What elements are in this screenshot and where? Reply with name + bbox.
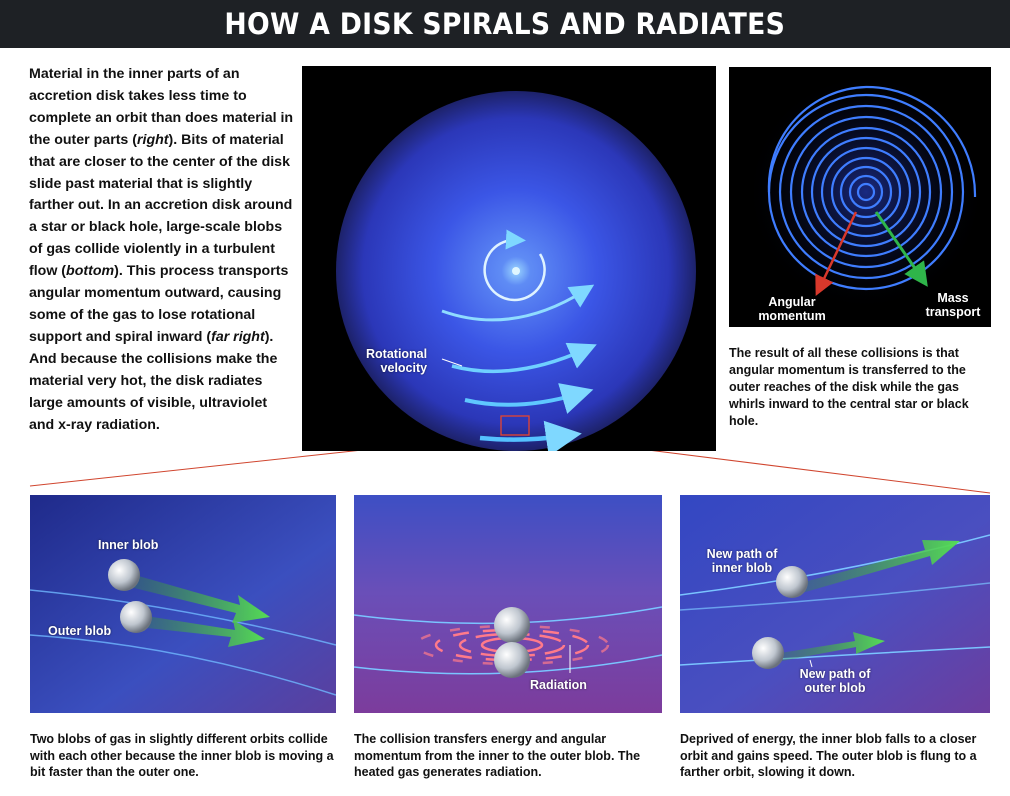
central-object: [512, 267, 520, 275]
mass-transport-arrow: [874, 211, 928, 287]
intro-part-4: ). And because the collisions make the m…: [29, 328, 278, 433]
colliding-outer-blob: [494, 642, 530, 678]
velocity-arrow-4: [464, 383, 594, 414]
spiral-rings: [767, 85, 977, 291]
inner-blob-label: Inner blob: [98, 538, 159, 552]
intro-emphasis-right: right: [137, 131, 169, 148]
velocity-arrow-3: [451, 342, 597, 374]
accretion-disk-illustration: [336, 91, 696, 451]
intro-emphasis-far-right: far right: [211, 328, 265, 345]
blobs-after-collision: [680, 495, 990, 713]
intro-part-2: ). Bits of material that are closer to t…: [29, 131, 293, 280]
spiral-caption: The result of all these collisions is th…: [729, 346, 969, 428]
angular-momentum-arrow: [815, 211, 858, 297]
intro-emphasis-bottom: bottom: [66, 263, 115, 280]
title-bar: HOW A DISK SPIRALS AND RADIATES: [0, 0, 1010, 48]
intro-part-3: ). This process transports angular momen…: [29, 263, 289, 345]
outer-blob-new-position: [752, 637, 784, 669]
blobs-colliding: [354, 495, 662, 713]
rotational-velocity-pointer: [441, 358, 463, 367]
zoom-region-box: [500, 415, 530, 436]
outer-blob: [120, 601, 152, 633]
bottom-panel-1: Inner blob Outer blob: [30, 495, 336, 713]
inner-blob: [108, 559, 140, 591]
outer-blob-label: Outer blob: [48, 624, 112, 638]
bottom-panel-3-caption: Deprived of energy, the inner blob falls…: [680, 732, 977, 780]
blobs-before-collision: [30, 495, 336, 713]
new-outer-path-arrow: [780, 632, 885, 661]
intro-part-1: Material in the inner parts of an accret…: [29, 66, 294, 148]
page-title: HOW A DISK SPIRALS AND RADIATES: [224, 7, 786, 41]
bottom-panel-2-caption: The collision transfers energy and angul…: [354, 732, 641, 780]
velocity-arrow-5: [479, 420, 582, 451]
radiation-label: Radiation: [530, 678, 587, 692]
intro-text: Material in the inner parts of an accret…: [29, 64, 294, 436]
velocity-arrow-1: [483, 229, 546, 302]
new-inner-path-arrow: [800, 540, 960, 593]
colliding-inner-blob: [494, 607, 530, 643]
bottom-panel-1-caption: Two blobs of gas in slightly different o…: [30, 732, 334, 780]
velocity-arrow-2: [441, 284, 595, 322]
outer-blob-path-arrow: [138, 615, 265, 647]
bottom-panel-2: Radiation: [354, 495, 662, 713]
inner-blob-path-arrow: [130, 575, 270, 623]
spiral-illustration: [746, 72, 986, 312]
inner-blob-new-position: [776, 566, 808, 598]
